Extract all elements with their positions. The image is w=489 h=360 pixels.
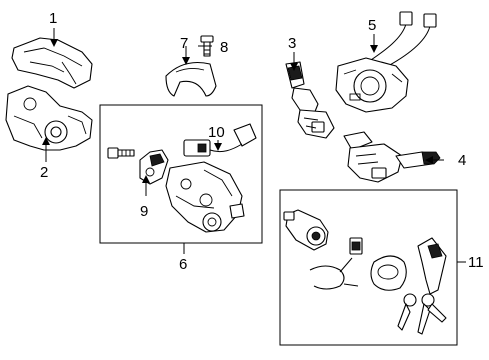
clock-spring: [335, 11, 437, 113]
steering-lock-assembly: [165, 161, 245, 233]
callout-5: 5: [368, 17, 376, 34]
group-box-11: [279, 189, 458, 346]
callout-9: 9: [140, 203, 148, 220]
transponder-coil: [309, 237, 363, 290]
callout-7: 7: [180, 35, 188, 52]
sensor-10: [183, 123, 257, 157]
key-cylinder-bezel: [165, 61, 217, 97]
callout-3: 3: [288, 35, 296, 52]
bolt-6: [107, 147, 135, 159]
lower-column-shroud: [5, 85, 93, 151]
upper-column-shroud: [11, 37, 93, 89]
callout-2: 2: [40, 164, 48, 181]
callout-6: 6: [179, 256, 187, 273]
callout-8: 8: [220, 39, 228, 56]
light-switch: [343, 131, 441, 183]
callout-11: 11: [468, 254, 484, 271]
leader-lines: [42, 28, 466, 263]
ignition-cylinder: [283, 209, 329, 251]
key-ring-housing: [370, 255, 407, 291]
callout-4: 4: [458, 152, 466, 169]
wiper-switch: [285, 61, 335, 139]
keys: [397, 237, 447, 335]
callout-10: 10: [208, 124, 225, 141]
group-box-6: [99, 104, 263, 244]
switch-9: [139, 149, 169, 185]
callout-1: 1: [49, 10, 57, 27]
